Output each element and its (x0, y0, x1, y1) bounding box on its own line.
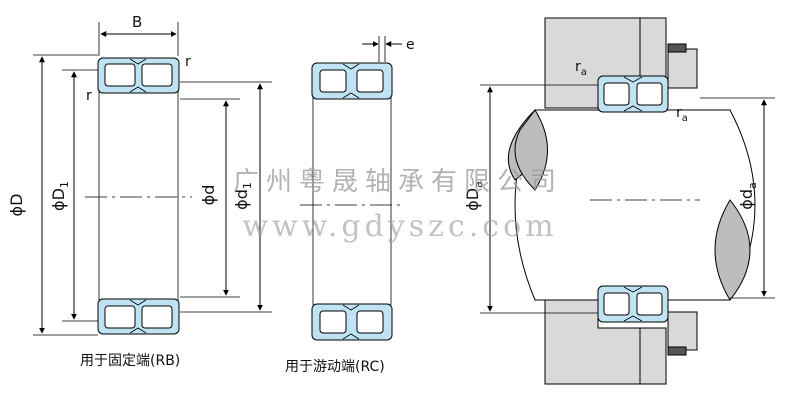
roller (603, 82, 630, 106)
dimension-phida: ϕda (700, 97, 775, 299)
dimension-phiDa: ϕDa (463, 84, 598, 314)
label-phida-sub: a (746, 182, 759, 189)
label-r-left: r (86, 88, 92, 104)
end-cover-top (667, 48, 698, 89)
label-ra-top-sub: a (581, 67, 587, 78)
bearing-rb (85, 57, 192, 335)
roller (636, 82, 663, 106)
label-ra-side: r (676, 105, 682, 121)
label-r-top: r (185, 54, 191, 70)
label-phiDa: ϕD (463, 188, 482, 211)
label-phiD: ϕD (7, 194, 26, 217)
end-cover-bottom (667, 311, 698, 351)
label-phida: ϕd (737, 189, 756, 210)
label-phiD1-sub: 1 (58, 181, 71, 188)
label-phiDa-sub: a (472, 181, 485, 188)
roller (319, 310, 347, 334)
roller (104, 63, 136, 87)
roller (141, 305, 173, 329)
label-phid: ϕd (199, 185, 218, 206)
watermark-company: 广州粤晟轴承有限公司 (233, 167, 563, 197)
bearing-rc (300, 62, 405, 341)
svg-text:ϕd1: ϕd1 (232, 182, 254, 210)
roller (141, 63, 173, 87)
dimension-phid1: ϕd1 (180, 81, 272, 313)
roller (356, 69, 384, 93)
label-phiD1: ϕD (49, 188, 68, 211)
roller (603, 292, 630, 316)
svg-text:ϕda: ϕda (737, 182, 759, 209)
svg-text:ϕD1: ϕD1 (49, 181, 71, 211)
dimension-e: e (362, 36, 415, 62)
label-e: e (406, 37, 415, 53)
svg-text:ra: ra (575, 59, 587, 78)
dimension-phiD: ϕD (7, 54, 98, 336)
label-ra-top: r (575, 59, 581, 75)
caption-fixed: 用于固定端(RB) (80, 353, 180, 369)
roller (104, 305, 136, 329)
caption-floating: 用于游动端(RC) (285, 359, 385, 375)
label-B: B (132, 13, 142, 31)
svg-text:ϕDa: ϕDa (463, 181, 485, 211)
label-phid1-sub: 1 (241, 182, 254, 189)
assembly (507, 17, 756, 385)
watermark-url: www.gdyszc.com (242, 209, 557, 244)
roller (319, 69, 347, 93)
roller (356, 310, 384, 334)
label-phid1: ϕd (232, 189, 251, 210)
label-ra-side-sub: a (682, 113, 688, 124)
roller (636, 292, 663, 316)
dimension-B: B (98, 13, 179, 56)
dimension-phid: ϕd (180, 98, 240, 298)
dimension-phiD1: ϕD1 (49, 69, 98, 322)
svg-text:ra: ra (676, 105, 688, 124)
